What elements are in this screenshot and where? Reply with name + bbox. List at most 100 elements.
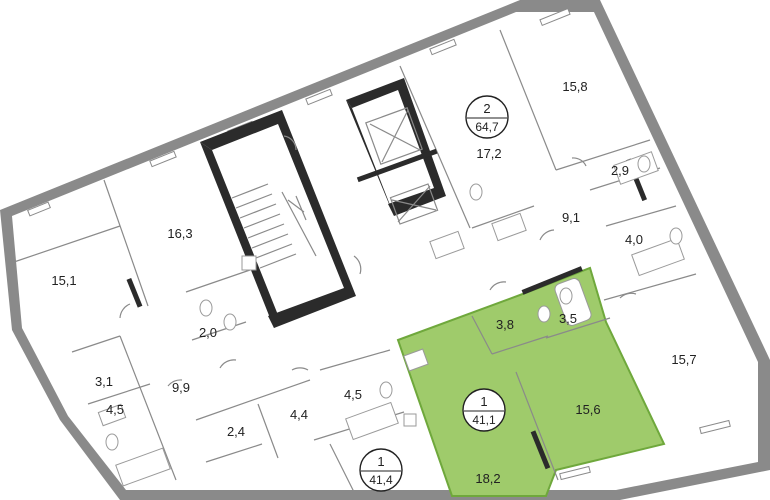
door-swing — [291, 367, 309, 371]
partition — [103, 179, 149, 307]
elevator-cross — [391, 199, 437, 211]
partition — [515, 371, 559, 481]
door-swing — [539, 229, 555, 241]
elevator-shaft — [389, 183, 439, 225]
room-area-label: 2,0 — [199, 325, 217, 340]
room-area-label: 9,9 — [172, 380, 190, 395]
elevator-divider — [356, 148, 438, 183]
partition — [257, 403, 279, 459]
toilet — [379, 381, 393, 399]
door-swing — [219, 359, 237, 369]
kitchen-counter — [429, 230, 465, 260]
stair-core-wall — [200, 110, 356, 328]
washbasin — [97, 403, 127, 427]
dark-wall-segment — [530, 430, 551, 470]
partition — [605, 205, 677, 227]
bathtub — [115, 447, 171, 487]
partition — [555, 139, 651, 171]
toilet — [199, 299, 213, 317]
partition — [329, 443, 357, 497]
badge-area: 41,4 — [369, 473, 393, 487]
bathtub — [345, 401, 399, 441]
door-swing — [571, 157, 587, 167]
door-swing — [353, 255, 362, 275]
partition — [471, 205, 535, 229]
badge-rooms: 2 — [483, 101, 490, 116]
stair-core-wall-left — [200, 142, 280, 328]
badge-rooms: 1 — [377, 454, 384, 469]
window — [149, 150, 177, 168]
elevator-cross — [381, 109, 409, 163]
fixtures — [97, 151, 685, 487]
partition — [205, 443, 263, 463]
door-swing — [283, 135, 297, 151]
room-area-label: 15,8 — [562, 79, 587, 94]
partition — [191, 321, 247, 341]
toilet — [559, 287, 573, 305]
window — [305, 88, 333, 106]
elevator-core-wall-left — [346, 100, 394, 216]
apartment-badge-1-highlighted[interactable]: 1 41,1 — [462, 388, 506, 432]
room-area-label: 2,4 — [227, 424, 245, 439]
room-area-label: 4,5 — [344, 387, 362, 402]
room-area-label: 4,4 — [290, 407, 308, 422]
elevator-cross — [397, 185, 431, 223]
toilet — [105, 433, 119, 451]
partition — [545, 317, 611, 339]
toilet — [637, 155, 651, 173]
room-area-label: 15,6 — [575, 402, 600, 417]
badge-circle — [462, 388, 506, 432]
badge-area: 41,1 — [472, 413, 496, 427]
badge-circle — [359, 448, 403, 492]
partition — [185, 269, 251, 293]
room-area-label: 4,0 — [625, 232, 643, 247]
stair-treads — [231, 183, 317, 269]
toilet — [469, 183, 483, 201]
window — [699, 419, 731, 435]
toilet — [537, 305, 551, 323]
doors — [119, 135, 637, 387]
dark-wall-segment — [126, 277, 143, 308]
windows-top — [27, 7, 731, 481]
kitchen-sink — [241, 255, 257, 271]
room-area-label: 3,1 — [95, 374, 113, 389]
partition — [491, 335, 549, 355]
core-walls — [126, 78, 648, 470]
partition — [399, 65, 471, 229]
window — [559, 465, 591, 481]
kitchen-counter — [491, 212, 527, 242]
partition — [319, 349, 391, 371]
room-labels: 15,8 17,2 2,9 9,1 4,0 16,3 15,1 2,0 3,8 … — [51, 79, 696, 486]
room-area-label: 4,5 — [106, 402, 124, 417]
door-swing — [489, 281, 507, 291]
partition — [499, 29, 557, 171]
kitchen-stove — [403, 348, 429, 372]
window — [27, 201, 51, 217]
room-area-label: 17,2 — [476, 146, 501, 161]
window — [539, 7, 571, 27]
door-swing — [167, 379, 183, 387]
partition — [603, 273, 697, 301]
elevator-core-wall — [346, 78, 446, 216]
room-area-label: 16,3 — [167, 226, 192, 241]
bathtub — [631, 237, 685, 277]
room-area-label: 18,2 — [475, 471, 500, 486]
elevator-shaft — [365, 107, 423, 165]
badge-area: 64,7 — [475, 120, 499, 134]
room-area-label: 15,1 — [51, 273, 76, 288]
toilet — [223, 313, 237, 331]
apartment-badge-1[interactable]: 1 41,4 — [359, 448, 403, 492]
room-area-label: 15,7 — [671, 352, 696, 367]
partition — [13, 225, 121, 263]
partition — [471, 315, 493, 355]
door-swing — [619, 292, 637, 299]
room-area-label: 3,8 — [496, 317, 514, 332]
partition — [195, 379, 311, 421]
apartment-badge-2[interactable]: 2 64,7 — [465, 95, 509, 139]
toilet — [669, 227, 683, 245]
room-area-label: 9,1 — [562, 210, 580, 225]
partition — [71, 335, 121, 353]
badge-circle — [465, 95, 509, 139]
elevator-symbols — [365, 107, 439, 225]
